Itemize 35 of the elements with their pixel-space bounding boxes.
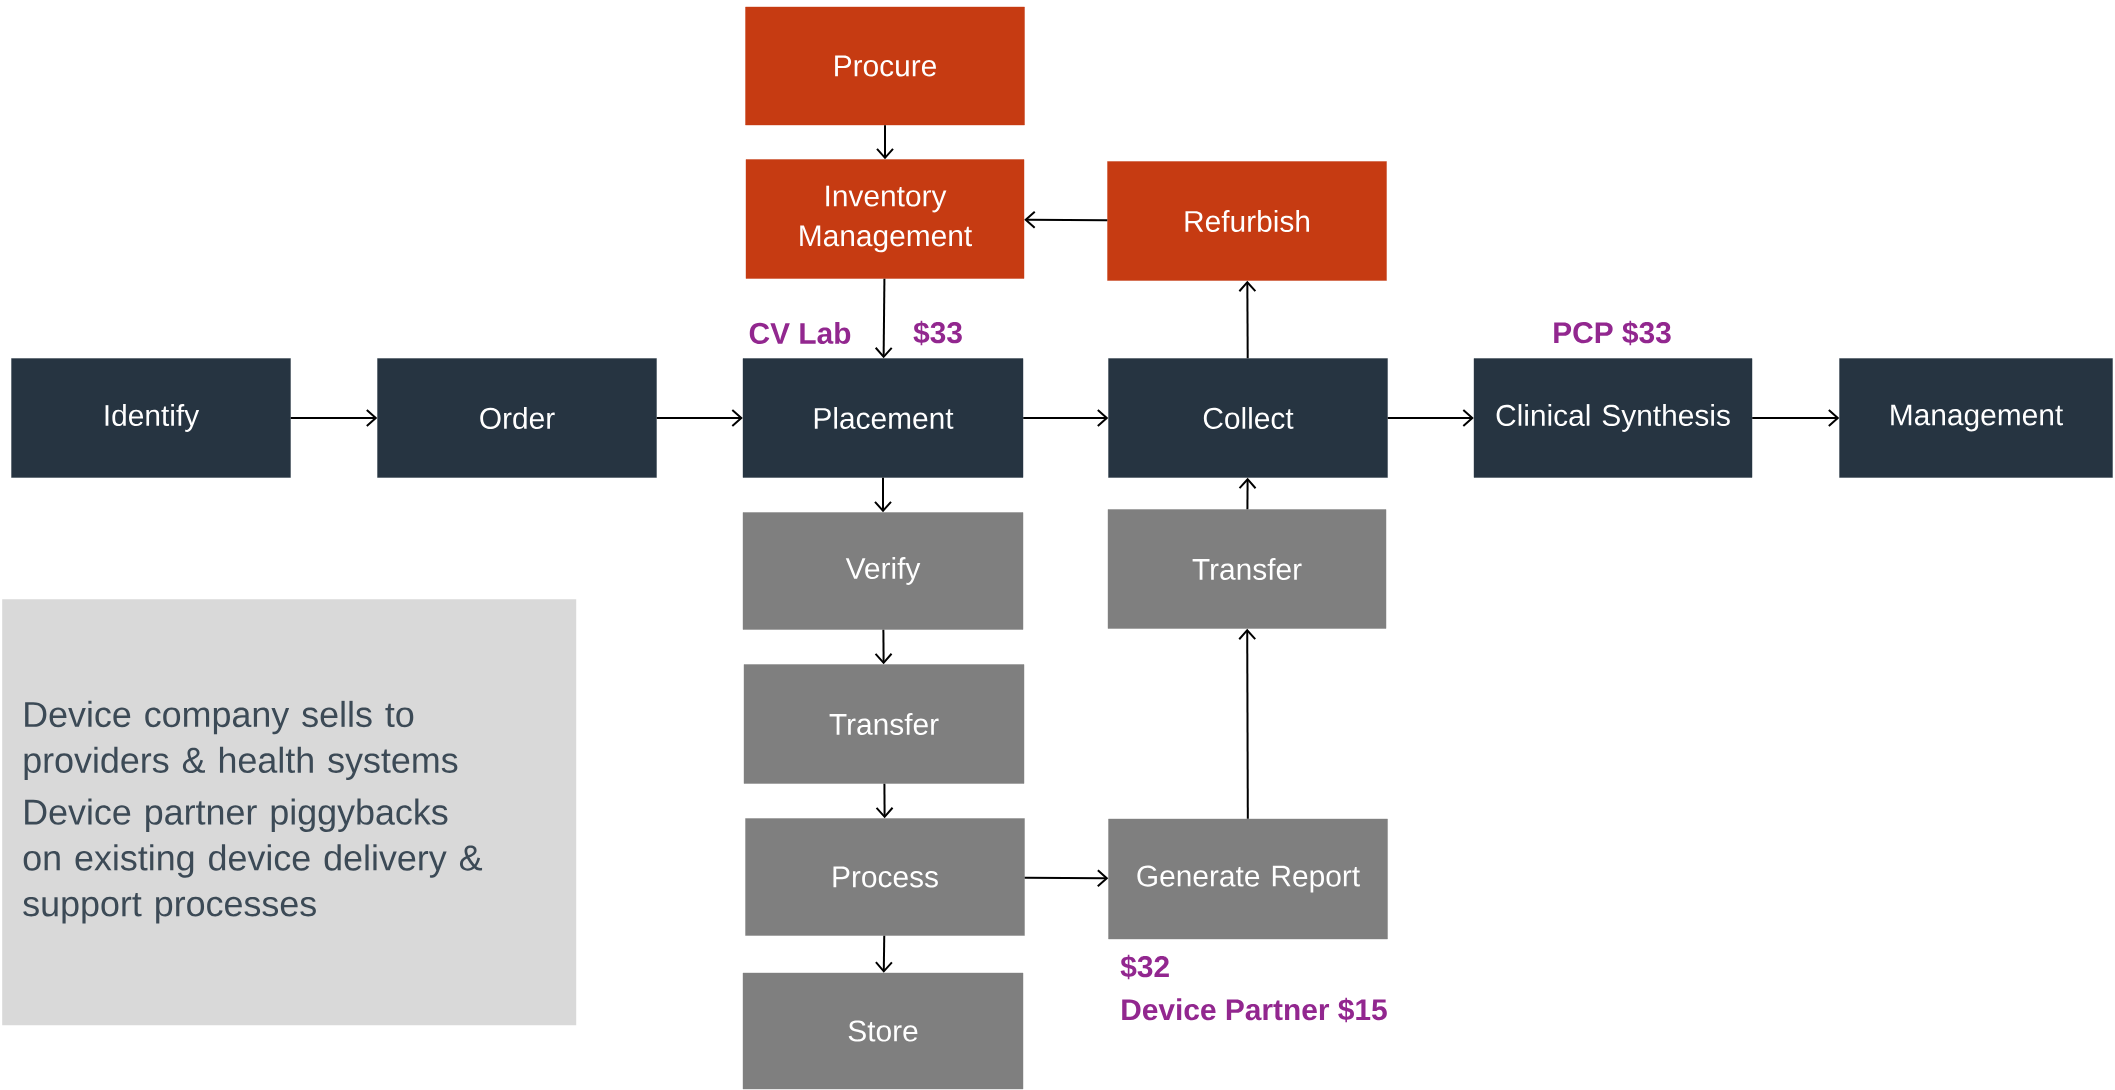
note-box: Device company sells to providers & health systems Device partner piggybacks on existing device delivery & support processes [2, 599, 577, 1026]
arrow [1751, 409, 1840, 427]
arrow [874, 476, 892, 513]
arrow [1238, 280, 1257, 360]
process-box: Management [1839, 358, 2113, 478]
process-box: Transfer [1107, 509, 1387, 629]
arrow [876, 124, 894, 160]
arrow [1022, 409, 1109, 427]
arrow [1024, 210, 1109, 229]
process-box: Transfer [743, 664, 1025, 784]
arrow [1238, 477, 1257, 511]
process-box: Collect [1108, 358, 1388, 478]
arrow [1023, 869, 1109, 888]
arrow [874, 277, 893, 359]
price-label: Device Partner $15 [1122, 997, 1387, 1023]
process-box: Refurbish [1107, 161, 1387, 281]
process-box: Order [377, 358, 657, 478]
process-box: Process [745, 818, 1025, 936]
process-box: Clinical Synthesis [1473, 358, 1753, 478]
process-box: Verify [742, 512, 1024, 630]
process-box: Generate Report [1108, 818, 1388, 940]
price-label: CV Lab [749, 322, 851, 344]
arrow [1238, 628, 1257, 820]
process-box: Procure [745, 6, 1025, 126]
arrow [874, 934, 893, 973]
process-box: Store [742, 972, 1024, 1090]
arrow [1386, 409, 1474, 427]
process-box: Inventory Management [745, 159, 1025, 279]
price-label: $33 [913, 320, 962, 346]
process-box: Placement [742, 358, 1024, 478]
arrow [289, 409, 378, 427]
arrow [875, 782, 894, 819]
arrow [655, 409, 743, 427]
arrow [874, 628, 893, 665]
process-box: Identify [11, 358, 291, 478]
